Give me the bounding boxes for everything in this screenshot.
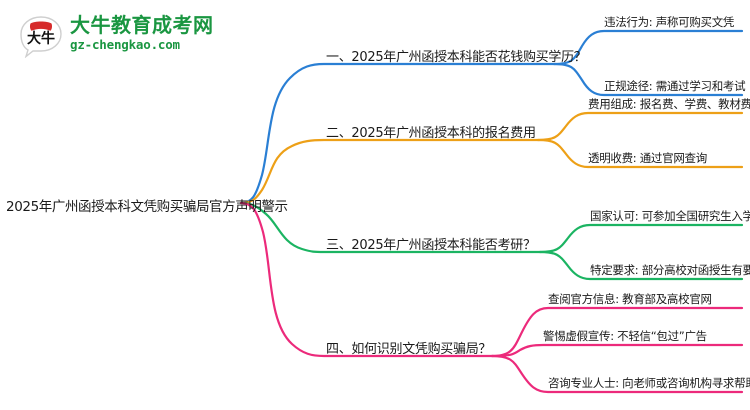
leaf-node-3-2[interactable]: 特定要求: 部分高校对函授生有要求	[590, 263, 750, 277]
branch-4-connector	[239, 201, 494, 358]
branch-4-leaf-1-connector	[490, 306, 744, 358]
branch-1-leaf-1-connector	[552, 29, 744, 66]
branch-node-4[interactable]: 四、如何识别文凭购买骗局？	[326, 342, 492, 357]
branch-2-leaf-2-connector	[536, 138, 744, 169]
leaf-node-3-1[interactable]: 国家认可: 可参加全国研究生入学考试	[590, 209, 750, 223]
leaf-node-2-1[interactable]: 费用组成: 报名费、学费、教材费	[588, 97, 750, 111]
branch-node-2[interactable]: 二、2025年广州函授本科的报名费用	[326, 126, 536, 141]
branch-2-connector	[239, 138, 540, 205]
branch-1-leaf-2-connector	[552, 62, 744, 97]
site-logo[interactable]: 大牛 大牛教育成考网 gz-chengkao.com	[18, 12, 233, 60]
branch-1-connector	[239, 62, 556, 205]
branch-3-leaf-1-connector	[538, 223, 744, 254]
logo-site-name: 大牛教育成考网	[70, 13, 214, 37]
leaf-node-1-1[interactable]: 违法行为: 声称可购买文凭	[604, 15, 735, 29]
logo-domain: gz-chengkao.com	[70, 37, 180, 52]
leaf-node-4-3[interactable]: 咨询专业人士: 向老师或咨询机构寻求帮助	[548, 376, 750, 390]
branch-4-leaf-3-connector	[490, 354, 744, 394]
leaf-node-4-1[interactable]: 查阅官方信息: 教育部及高校官网	[548, 292, 712, 306]
branch-4-leaf-2-connector	[490, 343, 744, 358]
logo-wordmark: 大牛教育成考网 gz-chengkao.com	[70, 13, 230, 57]
svg-text:大牛: 大牛	[27, 30, 55, 47]
root-node[interactable]: 2025年广州函授本科文凭购买骗局官方声明警示	[6, 199, 288, 215]
branch-node-3[interactable]: 三、2025年广州函授本科能否考研？	[326, 238, 536, 253]
branch-2-leaf-1-connector	[536, 111, 744, 142]
branch-3-connector	[239, 201, 542, 254]
leaf-node-2-2[interactable]: 透明收费: 通过官网查询	[588, 151, 707, 165]
leaf-node-1-2[interactable]: 正规途径: 需通过学习和考试	[604, 79, 746, 93]
leaf-node-4-2[interactable]: 警惕虚假宣传: 不轻信“包过”广告	[543, 329, 707, 343]
branch-3-leaf-2-connector	[538, 250, 744, 281]
branch-node-1[interactable]: 一、2025年广州函授本科能否花钱购买学历？	[326, 50, 587, 65]
daniu-speech-bubble-logo-icon: 大牛	[20, 16, 62, 58]
